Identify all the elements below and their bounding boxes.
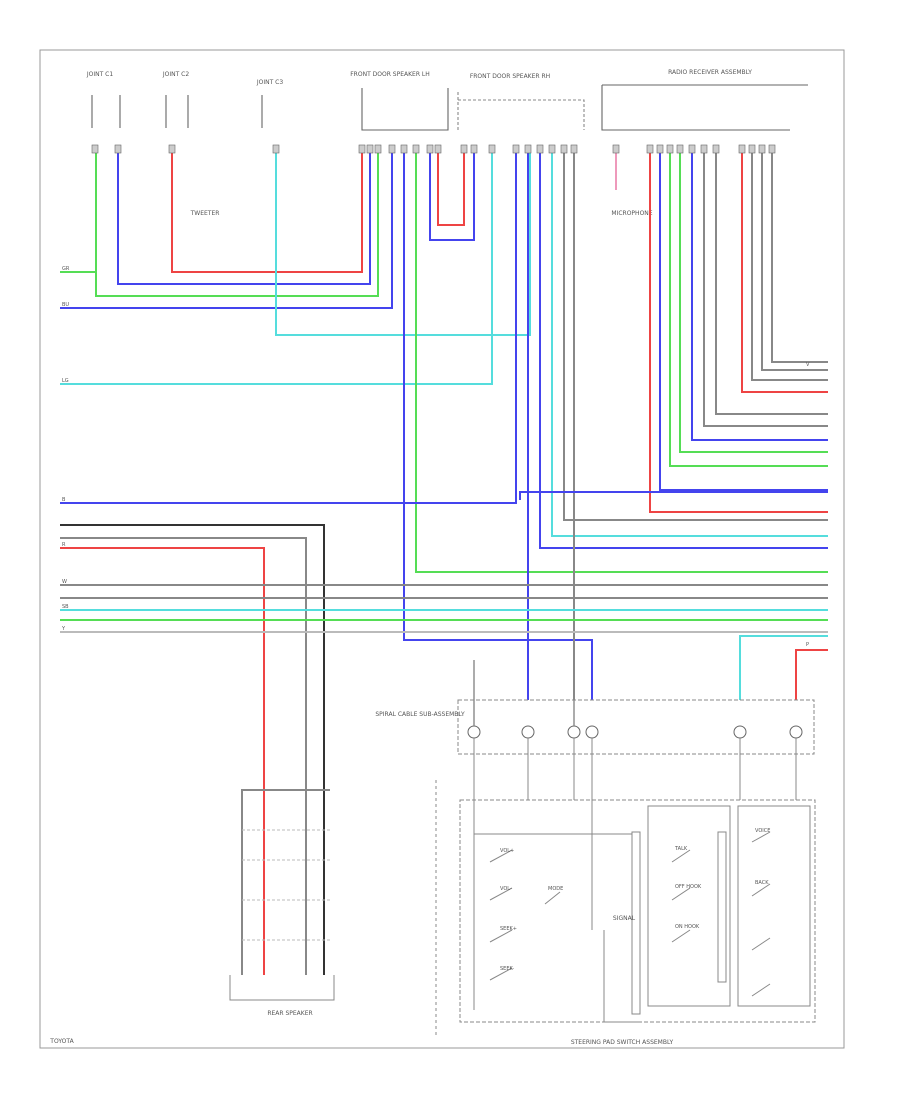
switch-labels: VOL+ VOL- MODE SEEK+ SEEK- TALK OFF HOOK… bbox=[500, 828, 770, 972]
spiral-pin-1 bbox=[467, 725, 481, 739]
wire-label-sb: SB bbox=[62, 604, 69, 610]
wire-label-y: Y bbox=[61, 626, 66, 632]
switch-label-seek-down: SEEK- bbox=[500, 966, 514, 972]
switch-label-back: BACK bbox=[755, 880, 769, 886]
label-c3: JOINT C3 bbox=[256, 79, 284, 86]
top-connectors bbox=[91, 84, 808, 131]
wire-label-b: B bbox=[62, 497, 66, 503]
switch-label-mode: MODE bbox=[548, 886, 563, 892]
spiral-pin-4 bbox=[585, 725, 599, 739]
wire-label-v: V bbox=[806, 362, 810, 368]
wire-label-p: P bbox=[806, 642, 809, 648]
label-inner-note: SIGNAL bbox=[613, 915, 636, 922]
switch-label-off-hook: OFF HOOK bbox=[675, 884, 702, 890]
switch-label-vol-down: VOL- bbox=[500, 886, 512, 892]
rear-speaker-connector bbox=[229, 829, 335, 1001]
label-c2: JOINT C2 bbox=[162, 71, 190, 78]
wire-label-gr: GR bbox=[62, 266, 70, 272]
switch-label-on-hook: ON HOOK bbox=[675, 924, 700, 930]
switch-label-seek-up: SEEK+ bbox=[500, 926, 517, 932]
switch-label-voice: VOICE bbox=[755, 828, 770, 834]
wire-label-w: W bbox=[62, 579, 67, 585]
connector-pins bbox=[91, 144, 776, 154]
spiral-pin-6 bbox=[789, 725, 803, 739]
label-page-id: TOYOTA bbox=[49, 1038, 74, 1045]
steering-pad-box bbox=[435, 780, 816, 1035]
diagram-frame bbox=[39, 49, 845, 1049]
label-radio-receiver: RADIO RECEIVER ASSEMBLY bbox=[668, 69, 752, 76]
label-spiral-cable: SPIRAL CABLE SUB-ASSEMBLY bbox=[375, 711, 465, 718]
switch-label-talk: TALK bbox=[674, 846, 688, 852]
label-c1: JOINT C1 bbox=[86, 71, 114, 78]
label-front-door-lh: FRONT DOOR SPEAKER LH bbox=[350, 71, 430, 78]
wire-label-lg: LG bbox=[62, 378, 69, 384]
wire-color-labels: GR BU LG B R W SB Y P V bbox=[61, 266, 810, 648]
switch-label-vol-up: VOL+ bbox=[500, 848, 514, 854]
label-tweeter: TWEETER bbox=[190, 210, 220, 217]
spiral-pin-5 bbox=[733, 725, 747, 739]
label-steering-pad: STEERING PAD SWITCH ASSEMBLY bbox=[571, 1039, 674, 1046]
wire-label-r: R bbox=[62, 542, 66, 548]
colored-wires bbox=[60, 150, 828, 975]
label-rear-speaker: REAR SPEAKER bbox=[267, 1010, 312, 1017]
spiral-pin-2 bbox=[521, 725, 535, 739]
spiral-pin-3 bbox=[567, 725, 581, 739]
wire-label-bu: BU bbox=[62, 302, 69, 308]
label-front-door-rh: FRONT DOOR SPEAKER RH bbox=[470, 73, 550, 80]
component-labels: JOINT C1 JOINT C2 JOINT C3 FRONT DOOR SP… bbox=[49, 69, 752, 1046]
label-mic: MICROPHONE bbox=[611, 210, 652, 217]
